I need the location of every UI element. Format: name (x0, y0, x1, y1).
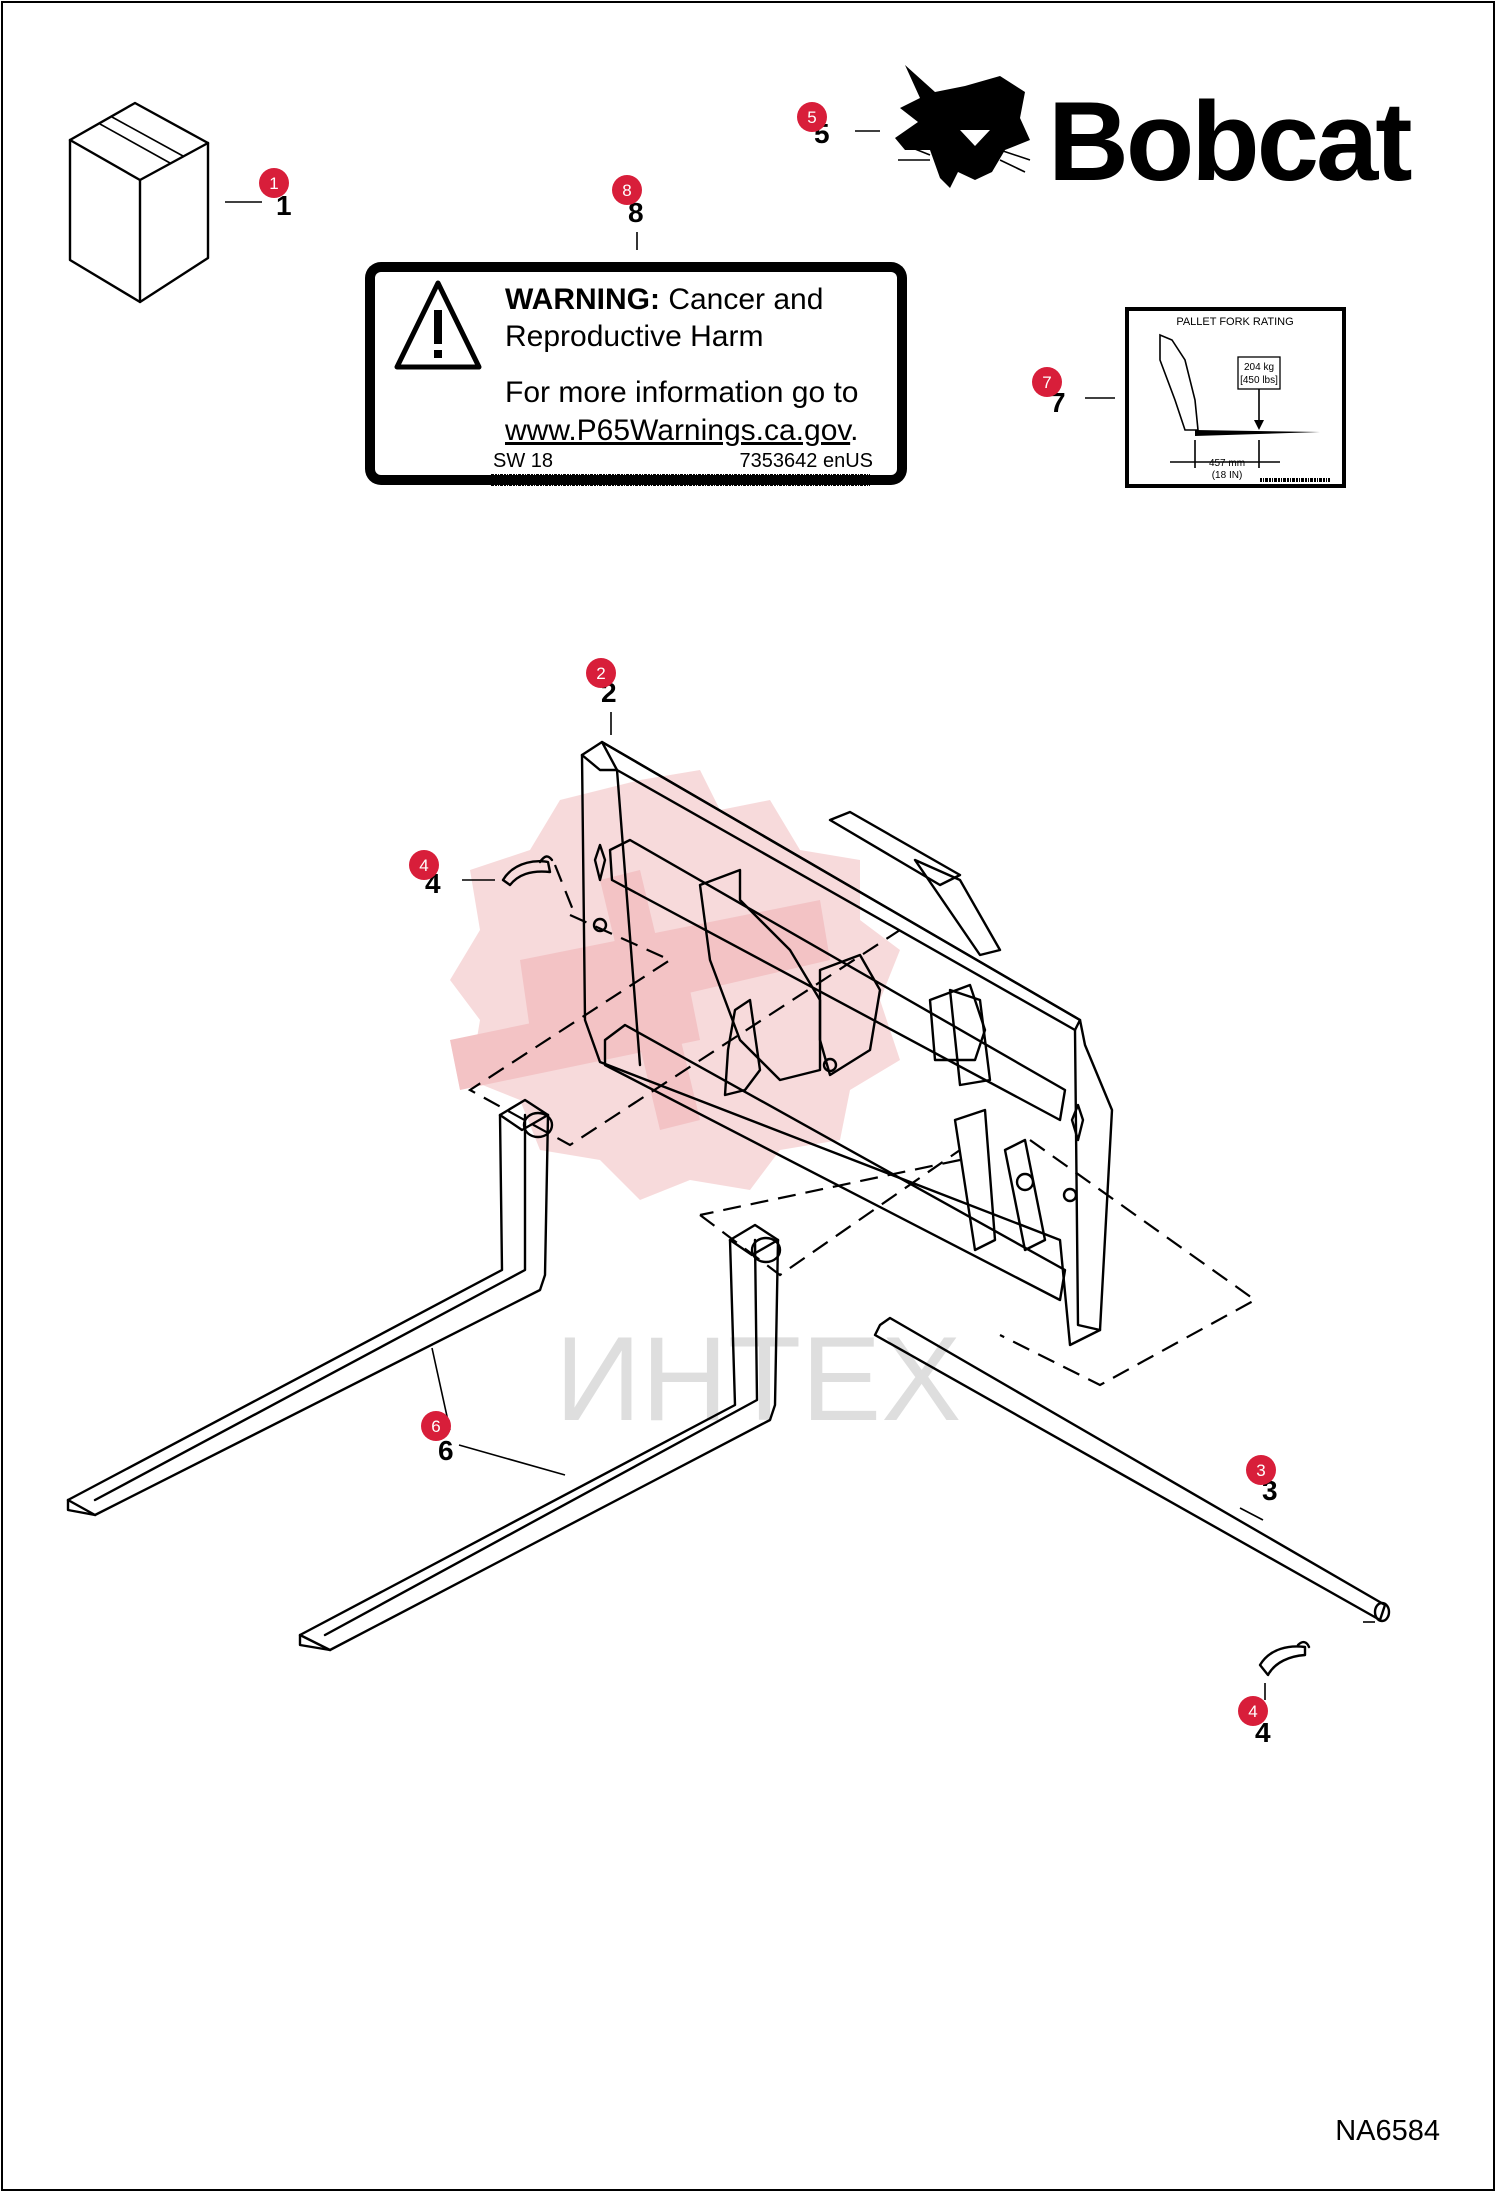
callout-7-label: 7 (1042, 373, 1051, 392)
watermark-logo: ИНТЕХ (450, 770, 961, 1446)
callout-1-label: 1 (269, 174, 278, 193)
callout-5-label: 5 (807, 108, 816, 127)
part-hitch-clip-lower (1258, 1640, 1311, 1700)
warning-link: www.P65Warnings.ca.gov (504, 414, 852, 447)
fork-rating-title: PALLET FORK RATING (1176, 316, 1293, 328)
bobcat-head-icon (895, 65, 1030, 188)
part-hitch-clip-upper (462, 855, 554, 887)
callout-6[interactable]: 6 (421, 1411, 451, 1441)
warning-link-suffix: . (850, 414, 858, 447)
part-rod (873, 1316, 1391, 1623)
callout-4-lower-label: 4 (1248, 1702, 1257, 1721)
warning-title-bold: WARNING: (505, 283, 660, 316)
callout-8-label: 8 (622, 181, 631, 200)
callout-5[interactable]: 5 (797, 102, 827, 132)
part-carriage-frame (580, 740, 1114, 1347)
watermark-text: ИНТЕХ (555, 1312, 961, 1446)
fork-rating-decal: PALLET FORK RATING 204 kg [450 lbs] 457 … (1125, 307, 1346, 488)
warning-triangle-icon (394, 280, 482, 370)
fork-rating-lbs: [450 lbs] (1240, 375, 1278, 386)
warning-decal: WARNING: Cancer and Reproductive Harm Fo… (365, 262, 907, 486)
fork-rating-mm: 457 mm (1209, 458, 1245, 469)
part-number-6: 6 (438, 1435, 454, 1466)
callout-7[interactable]: 7 (1032, 367, 1062, 397)
part-box (68, 101, 210, 304)
svg-text:www.P65Warnings.ca.gov.: www.P65Warnings.ca.gov. (504, 414, 859, 447)
callout-4-lower[interactable]: 4 (1238, 1696, 1268, 1726)
drawing-id: NA6584 (1335, 2115, 1440, 2147)
warning-code-right: 7353642 enUS (740, 450, 873, 472)
svg-text:WARNING: Cancer and: WARNING: Cancer and (505, 283, 823, 316)
fork-rating-kg: 204 kg (1244, 362, 1274, 373)
bobcat-wordmark: Bobcat (1048, 79, 1411, 204)
warning-title-line2: Reproductive Harm (505, 320, 763, 353)
callout-6-label: 6 (431, 1417, 440, 1436)
callout-3-label: 3 (1256, 1461, 1265, 1480)
callout-2-label: 2 (596, 664, 605, 683)
fork-rating-in: (18 IN) (1212, 470, 1243, 481)
callout-2[interactable]: 2 (586, 658, 616, 688)
warning-body-line1: For more information go to (505, 376, 858, 409)
barcode (490, 474, 870, 486)
part-fork-left (66, 1098, 554, 1517)
callout-3[interactable]: 3 (1246, 1455, 1276, 1485)
warning-code-left: SW 18 (493, 450, 553, 472)
callout-1[interactable]: 1 (259, 168, 289, 198)
part-number-8: 8 (628, 197, 644, 228)
callout-8[interactable]: 8 (612, 175, 642, 205)
part-number-4b: 4 (1255, 1717, 1271, 1748)
assembly-guides (467, 864, 1258, 1387)
warning-title-rest: Cancer and (660, 283, 823, 316)
callout-4-upper-label: 4 (419, 856, 428, 875)
part-number-1: 1 (276, 190, 292, 221)
callout-4-upper[interactable]: 4 (409, 850, 439, 880)
bobcat-logo: Bobcat (895, 65, 1414, 204)
part-fork-right (298, 1223, 782, 1652)
